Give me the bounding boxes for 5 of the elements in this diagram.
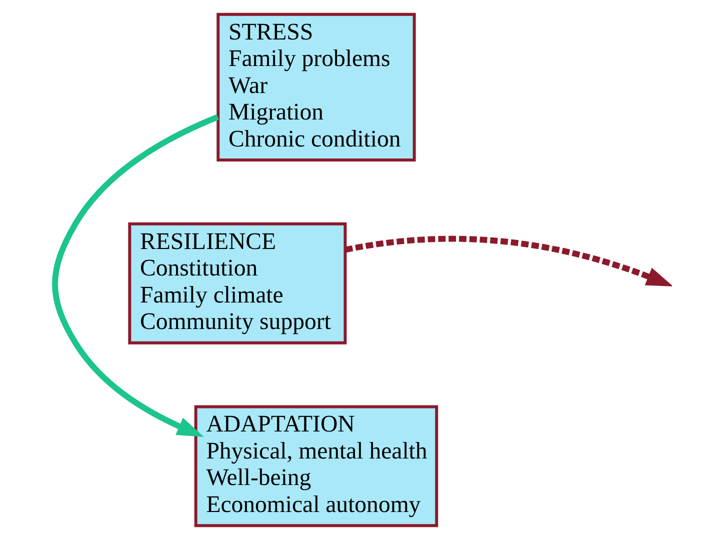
node-box: RESILIENCE Constitution Family climate Community support xyxy=(128,222,346,344)
node-box: ADAPTATION Physical, mental health Well-being Economical autonomy xyxy=(194,405,438,528)
node-box: STRESS Family problems War Migration Chronic condition xyxy=(216,12,416,162)
arrow xyxy=(52,114,218,437)
arrow xyxy=(344,236,672,286)
